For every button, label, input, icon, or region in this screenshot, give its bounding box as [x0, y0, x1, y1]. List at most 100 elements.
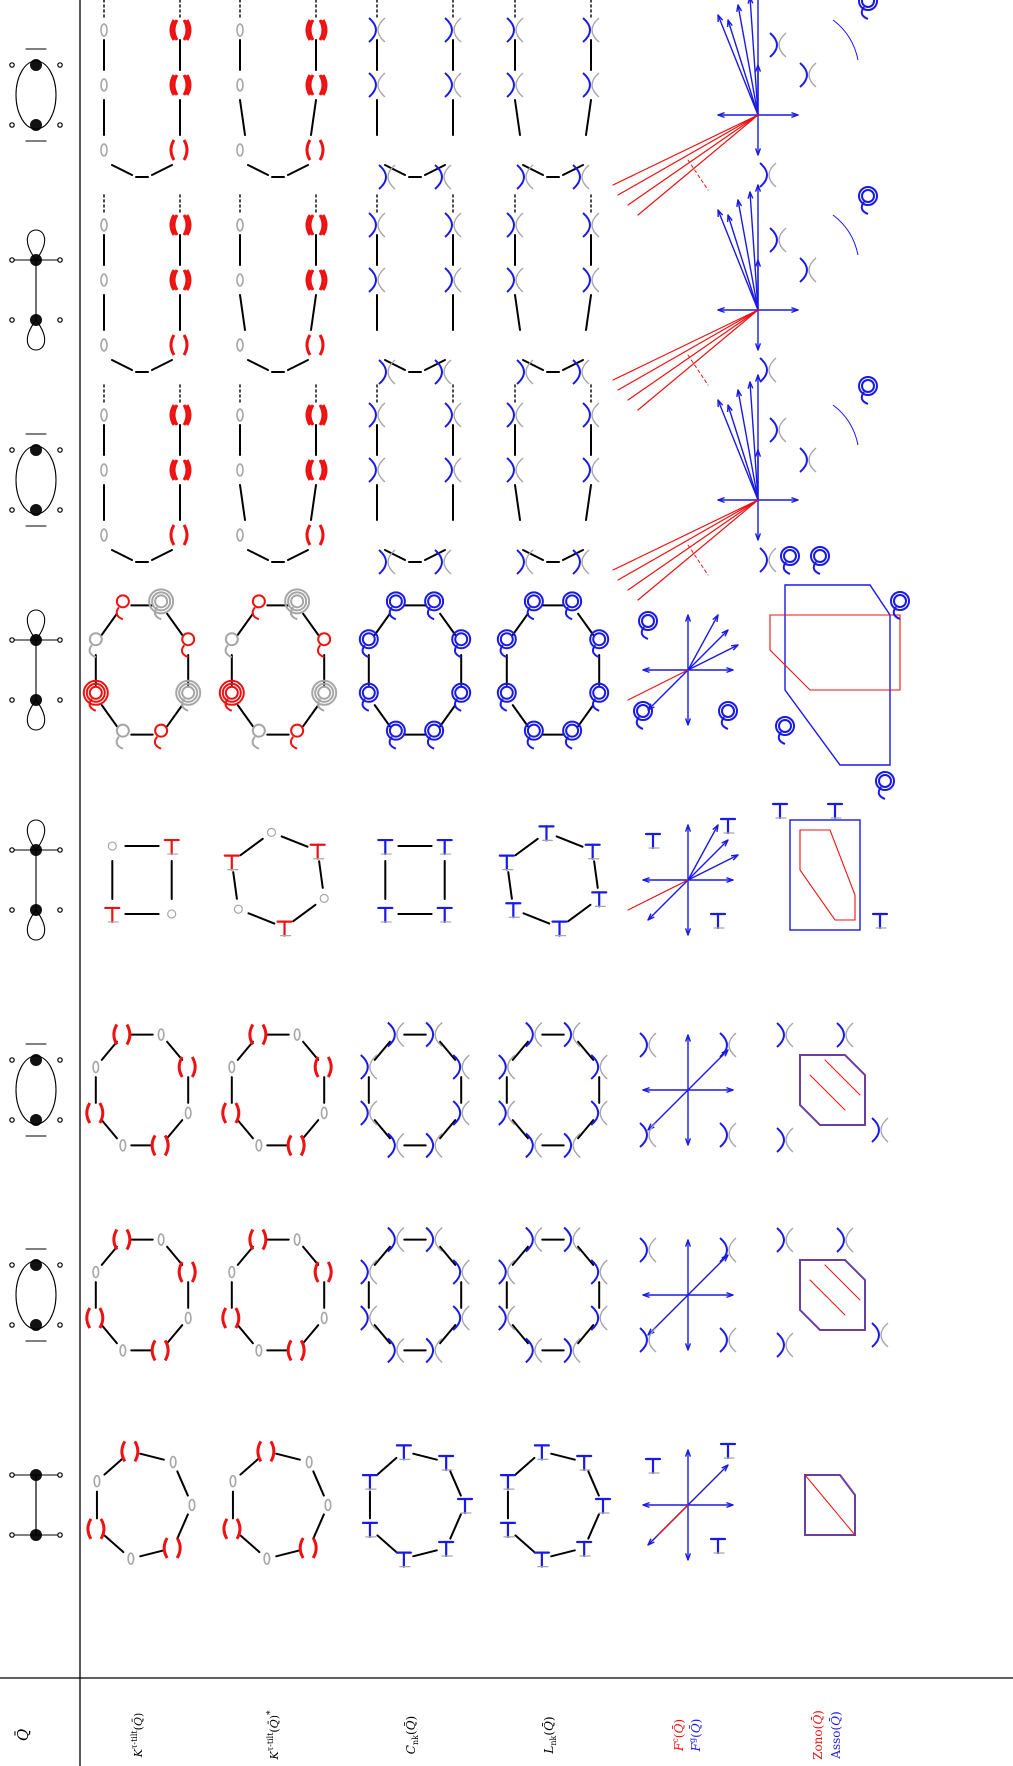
loop-tail — [635, 716, 644, 730]
loop-tail — [426, 606, 435, 621]
loop-circle — [636, 704, 650, 718]
twist-strand — [582, 267, 591, 293]
loop-circle — [224, 632, 239, 647]
twist-strand — [516, 164, 525, 190]
red-arc — [269, 1440, 276, 1463]
loop-circle — [721, 704, 735, 718]
chain-cnk — [368, 384, 462, 575]
twist-strand — [452, 1259, 462, 1285]
red-strand-glyph — [313, 1261, 333, 1283]
red-arc — [85, 1102, 92, 1124]
loop-tail — [224, 644, 233, 659]
twist-glyph — [799, 62, 817, 88]
twist-strand — [443, 164, 452, 190]
polygon-edge — [449, 1470, 462, 1497]
twist-strand — [515, 72, 524, 98]
twist-strand — [599, 1054, 608, 1080]
polygon-edge — [302, 612, 320, 636]
edge — [111, 164, 133, 176]
edge — [310, 99, 317, 136]
edge — [514, 484, 521, 521]
loop-tail — [361, 698, 370, 712]
polygon-edge — [514, 1456, 536, 1476]
polygon-edge — [522, 912, 551, 925]
twist-glyph — [498, 1305, 516, 1331]
twist-strand — [845, 1227, 854, 1253]
quiver-loop — [26, 819, 46, 851]
loop-tail — [782, 561, 791, 575]
red-arc — [313, 1261, 320, 1283]
twist-glyph — [425, 1226, 443, 1253]
quiver-loop — [26, 609, 46, 641]
polygon-edge — [439, 1245, 457, 1266]
arrow-head — [684, 928, 692, 936]
arrow-head — [684, 1138, 692, 1146]
loop-circle — [385, 591, 406, 612]
loop-circle — [427, 594, 442, 609]
loop-circle — [523, 591, 544, 612]
edge — [151, 359, 173, 371]
twist-glyph — [776, 1022, 794, 1048]
loop-tail — [251, 606, 260, 621]
twist-glyph — [506, 72, 524, 98]
twist-strand — [639, 1122, 648, 1148]
arrow-head — [754, 184, 762, 192]
twist-strand — [836, 1022, 845, 1048]
fan-infinite — [612, 0, 878, 216]
twist-glyph — [452, 1305, 470, 1331]
red-strand-glyph — [298, 1537, 318, 1559]
polygon-edge — [166, 1040, 184, 1061]
dot — [9, 697, 15, 703]
loop-glyph — [858, 186, 878, 215]
twist-strand — [768, 162, 777, 188]
edge — [514, 294, 521, 331]
twist-strand — [369, 1305, 378, 1331]
polygon-edge — [166, 612, 184, 636]
loop-glyph — [775, 716, 795, 745]
loop-circle — [385, 720, 406, 741]
loop-circle — [88, 632, 103, 647]
polygon-lnk — [498, 1021, 608, 1159]
twist-strand — [378, 359, 387, 385]
twist-strand — [461, 1259, 470, 1285]
twist-glyph — [871, 1322, 889, 1348]
arrow-head — [717, 399, 724, 408]
arrow-head — [791, 496, 799, 504]
fan-ray — [687, 854, 739, 881]
loop-circle — [562, 720, 583, 741]
label-cnk: Cnk(Q̄) — [403, 1716, 420, 1754]
loop-circle — [317, 685, 332, 700]
twist-strand — [377, 402, 386, 428]
loop-glyph — [875, 771, 895, 800]
octa-poly — [776, 1022, 889, 1153]
red-arc — [98, 1307, 105, 1329]
red-arc — [248, 1228, 255, 1251]
fan-infinite — [612, 184, 878, 411]
loop-circle — [589, 682, 610, 703]
red-arc — [182, 334, 189, 356]
loop-circle — [861, 189, 875, 203]
polygon-edge — [302, 1119, 320, 1140]
t-glyph — [163, 838, 180, 856]
chain-lnk — [506, 0, 600, 190]
loop-tail — [860, 6, 869, 20]
edge — [384, 164, 406, 176]
twist-strand — [507, 1305, 516, 1331]
twist-strand — [461, 1305, 470, 1331]
polygon-edge — [439, 1119, 457, 1140]
red-arc — [221, 1102, 228, 1124]
red-arc — [85, 1307, 92, 1329]
t-glyph — [377, 838, 394, 856]
twist-glyph — [639, 1237, 657, 1263]
twist-strand — [590, 1100, 600, 1126]
red-strand-glyph — [169, 459, 192, 481]
edge — [562, 164, 584, 176]
loop-circle — [499, 632, 514, 647]
t-glyph — [826, 802, 844, 820]
polygon-edge — [514, 837, 539, 857]
dot — [57, 1322, 63, 1328]
chain-tiltD — [236, 194, 328, 373]
chain-lnk — [506, 194, 600, 385]
red-arc — [321, 404, 328, 426]
red-strand-glyph — [305, 214, 328, 236]
